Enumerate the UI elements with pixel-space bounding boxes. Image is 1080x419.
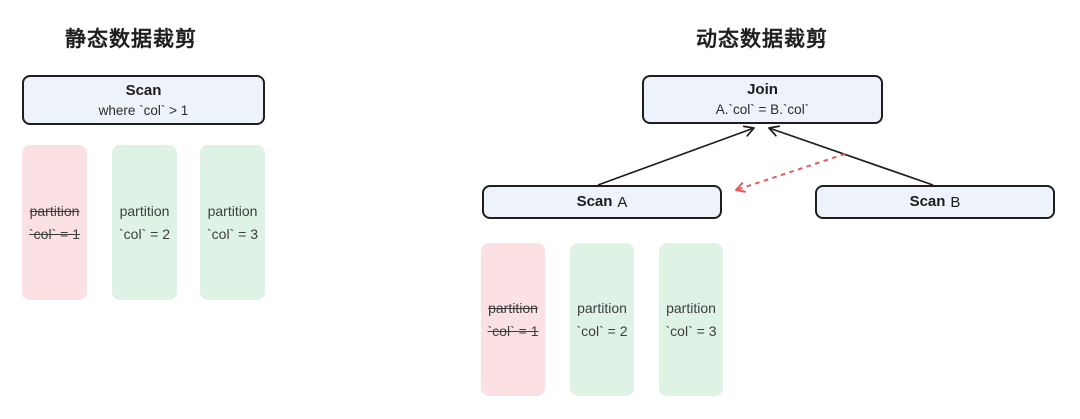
partition-label: partition (577, 299, 627, 316)
partition-label: partition (119, 202, 170, 219)
partition-label: partition (666, 299, 716, 316)
join-node: Join A.`col` = B.`col` (642, 75, 883, 124)
scan-a-node-title: Scan (576, 193, 613, 210)
scan-b-node-label: B (950, 193, 961, 211)
partition-label: partition (29, 202, 80, 219)
partition-value: `col` = 1 (487, 322, 539, 339)
static-partition-1-pruned: partition `col` = 1 (22, 145, 87, 300)
join-node-condition: A.`col` = B.`col` (715, 102, 810, 117)
partition-label: partition (488, 299, 538, 316)
static-pruning-title: 静态数据裁剪 (65, 28, 197, 51)
static-scan-node-title: Scan (125, 81, 162, 99)
dynamic-pruning-title: 动态数据裁剪 (696, 28, 828, 51)
partition-value: `col` = 3 (207, 225, 258, 242)
edge-scan-a-to-join (597, 125, 755, 186)
dynamic-partition-2: partition `col` = 2 (570, 243, 634, 396)
scan-a-node: Scan A (482, 185, 722, 219)
scan-b-node: Scan B (815, 185, 1055, 219)
partition-label: partition (207, 202, 258, 219)
edge-scan-b-to-join (768, 125, 934, 186)
scan-b-node-title: Scan (909, 193, 946, 210)
dynamic-partition-3: partition `col` = 3 (659, 243, 723, 396)
partition-value: `col` = 2 (119, 225, 170, 242)
partition-value: `col` = 1 (29, 225, 80, 242)
static-scan-node: Scan where `col` > 1 (22, 75, 265, 125)
partition-value: `col` = 3 (665, 322, 717, 339)
join-node-title: Join (747, 81, 778, 98)
dynamic-partition-1-pruned: partition `col` = 1 (481, 243, 545, 396)
static-partition-3: partition `col` = 3 (200, 145, 265, 300)
partition-value: `col` = 2 (576, 322, 628, 339)
static-scan-node-predicate: where `col` > 1 (98, 102, 189, 118)
static-partition-2: partition `col` = 2 (112, 145, 177, 300)
scan-a-node-label: A (617, 193, 628, 211)
